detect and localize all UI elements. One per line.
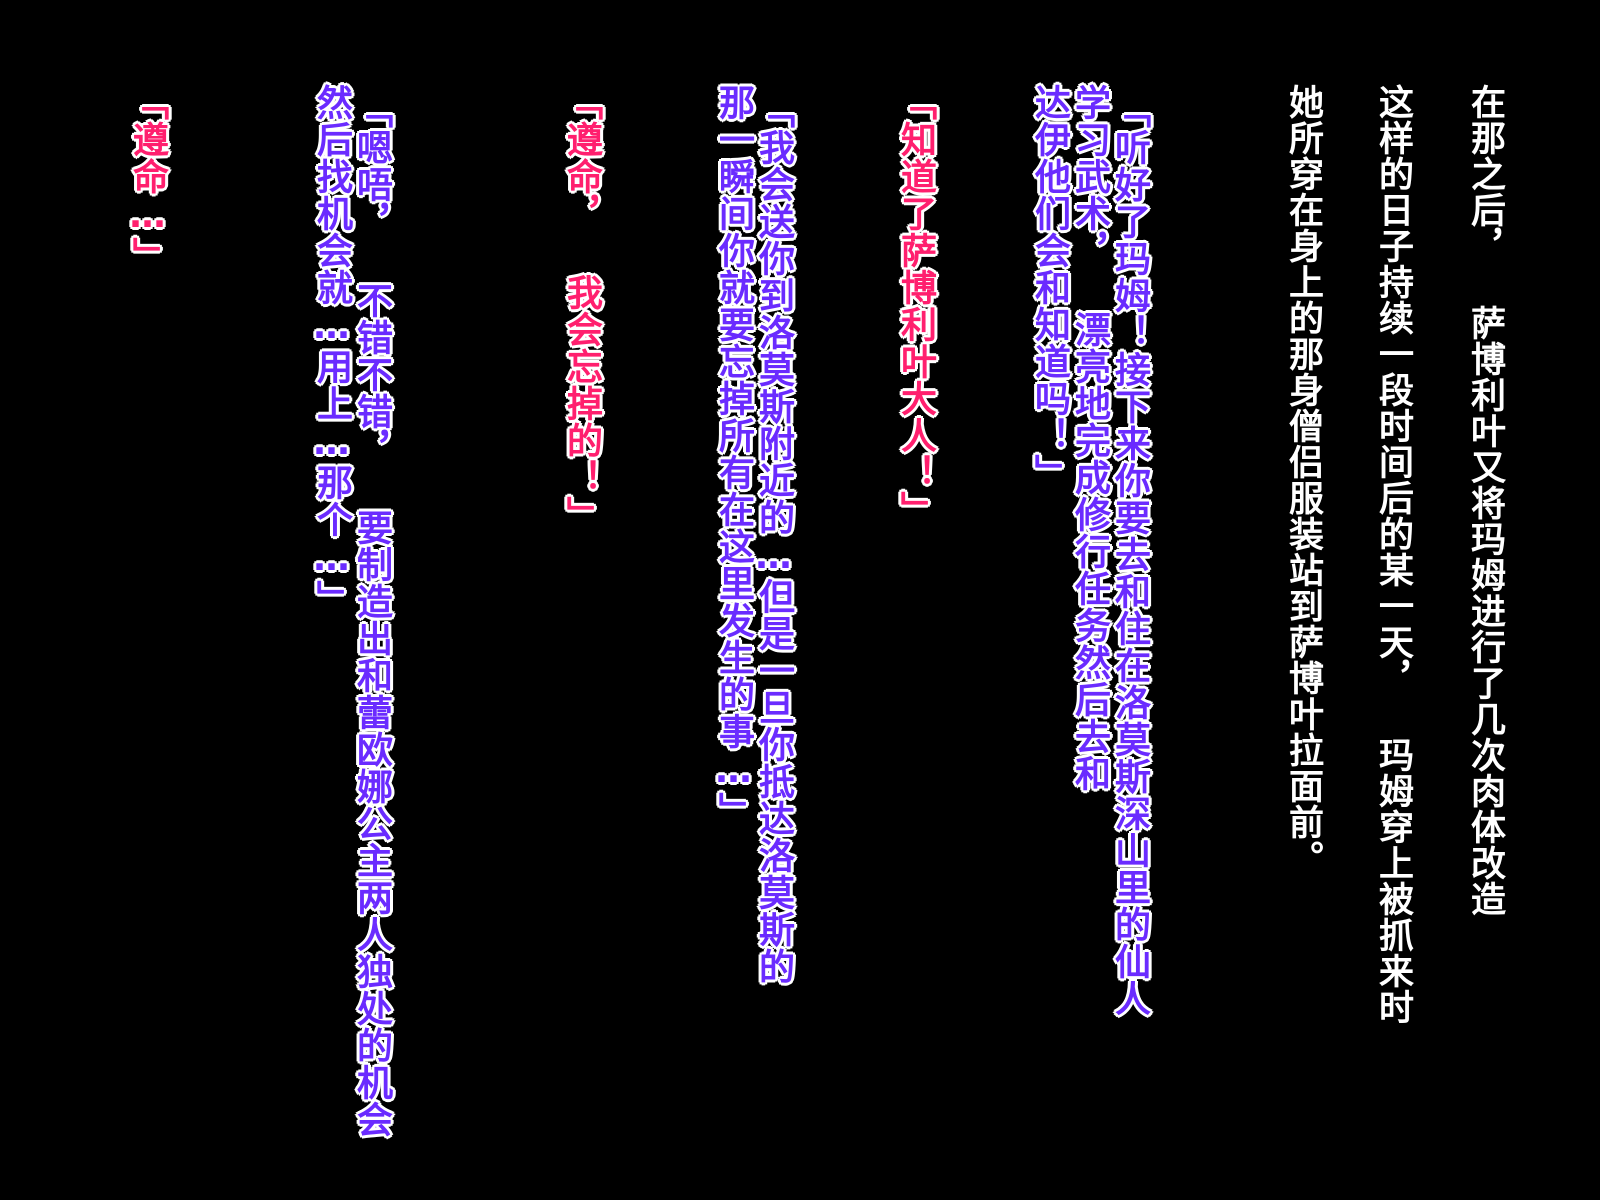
dialogue-2: 「知道了萨博利叶大人！」 [895,84,936,528]
narration-line-3: 她所穿在身上的那身僧侣服装站到萨博叶拉面前。 [1283,84,1323,876]
narration-line-1: 在那之后， 萨博利叶又将玛姆进行了几次肉体改造 [1465,84,1505,917]
dialogue-6: 「遵命…」 [127,84,168,274]
dialogue-5-line-2: 然后找机会就…用上…那个…」 [311,84,352,617]
dialogue-1-line-1: 「听好了玛姆！接下来你要去和住在洛莫斯深山里的仙人 [1109,92,1150,1017]
dialogue-1-line-3: 达伊他们会和知道吗！」 [1029,84,1070,491]
dialogue-3-line-2: 那一瞬间你就要忘掉所有在这里发生的事…」 [713,84,754,829]
narration-line-2: 这样的日子持续一段时间后的某一天， 玛姆穿上被抓来时 [1373,84,1413,1025]
dialogue-3-line-1: 「我会送你到洛莫斯附近的…但是一旦你抵达洛莫斯的 [753,92,794,985]
dialogue-4: 「遵命， 我会忘掉的！」 [561,84,602,533]
dialogue-5-line-1: 「嗯唔， 不错不错， 要制造出和蕾欧娜公主两人独处的机会 [351,92,392,1138]
dialogue-1-line-2: 学习武术， 漂亮地完成修行任务然后去和 [1069,84,1110,792]
